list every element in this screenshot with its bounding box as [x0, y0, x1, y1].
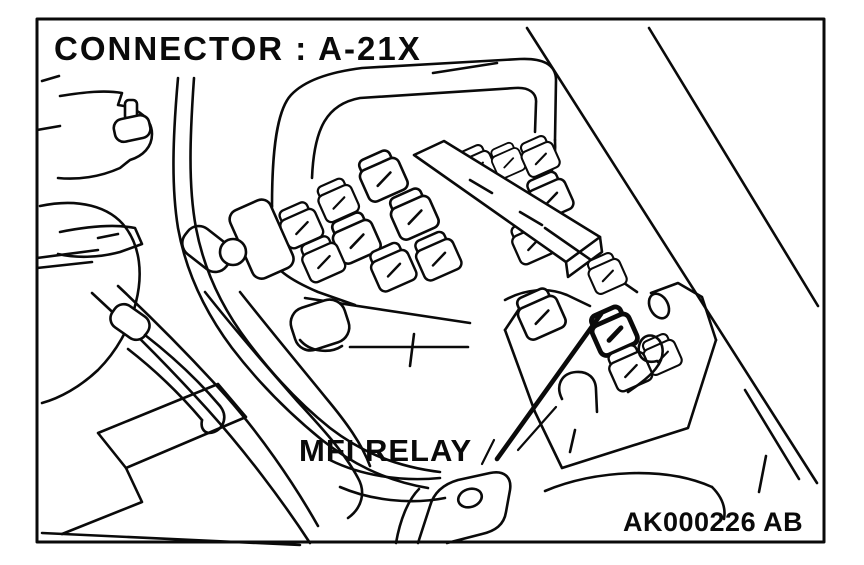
figure-border	[35, 17, 826, 544]
mfi-relay-label: MFI RELAY	[299, 433, 472, 468]
hose-connector	[109, 302, 226, 435]
figure-code-label: AK000226 AB	[623, 507, 803, 537]
fuse-block	[412, 139, 604, 279]
bracket-oval-hole	[394, 471, 512, 545]
mfi-relay-leader-line	[480, 311, 604, 466]
mounting-plate	[40, 382, 302, 547]
round-connector	[218, 237, 248, 267]
bolt-hole	[647, 292, 671, 320]
relay-cube	[582, 248, 630, 297]
connector-label: CONNECTOR : A-21X	[54, 30, 422, 67]
wire-hook	[626, 334, 664, 394]
body-panel-lines	[543, 471, 726, 521]
hood-edge-lines	[525, 26, 820, 494]
mfi-relay-box	[503, 281, 718, 470]
